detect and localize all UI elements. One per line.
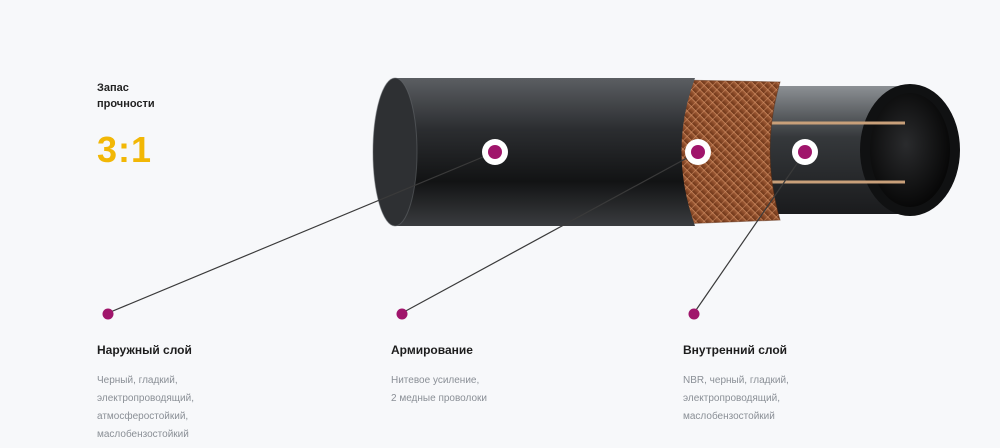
outer-layer-shape	[372, 77, 695, 227]
inner-layer-dot	[688, 308, 700, 320]
reinforcement-dot	[396, 308, 408, 320]
desc-line: электропроводящий,	[97, 393, 194, 404]
outer-layer-desc: Черный, гладкий, электропроводящий, атмо…	[97, 372, 317, 444]
hose-markers	[482, 139, 818, 165]
reinforcement-desc: Нитевое усиление, 2 медные проволоки	[391, 372, 611, 408]
strength-label: Запас прочности	[97, 82, 155, 110]
outer-layer-info: Наружный слой Черный, гладкий, электропр…	[97, 342, 317, 444]
outer-layer-title: Наружный слой	[97, 343, 192, 357]
inner-layer-desc: NBR, черный, гладкий, электропроводящий,…	[683, 372, 903, 426]
strength-block: Запас прочности 3:1	[97, 80, 187, 168]
strength-value: 3:1	[97, 129, 153, 170]
inner-layer-shape	[760, 84, 960, 216]
inner-layer-title: Внутренний слой	[683, 343, 788, 357]
reinforcement-title: Армирование	[391, 343, 473, 357]
desc-line: NBR, черный, гладкий,	[683, 375, 789, 386]
desc-line: Нитевое усиление,	[391, 375, 480, 386]
callout-lines	[107, 151, 806, 314]
reinforcement-info: Армирование Нитевое усиление, 2 медные п…	[391, 342, 611, 408]
desc-line: 2 медные проволоки	[391, 393, 487, 404]
desc-line: электропроводящий,	[683, 393, 780, 404]
inner-layer-info: Внутренний слой NBR, черный, гладкий, эл…	[683, 342, 903, 426]
desc-line: маслобензостойкий	[97, 429, 189, 440]
outer-layer-dot	[102, 308, 114, 320]
desc-line: маслобензостойкий	[683, 411, 775, 422]
desc-line: Черный, гладкий,	[97, 375, 178, 386]
desc-line: атмосферостойкий,	[97, 411, 189, 422]
